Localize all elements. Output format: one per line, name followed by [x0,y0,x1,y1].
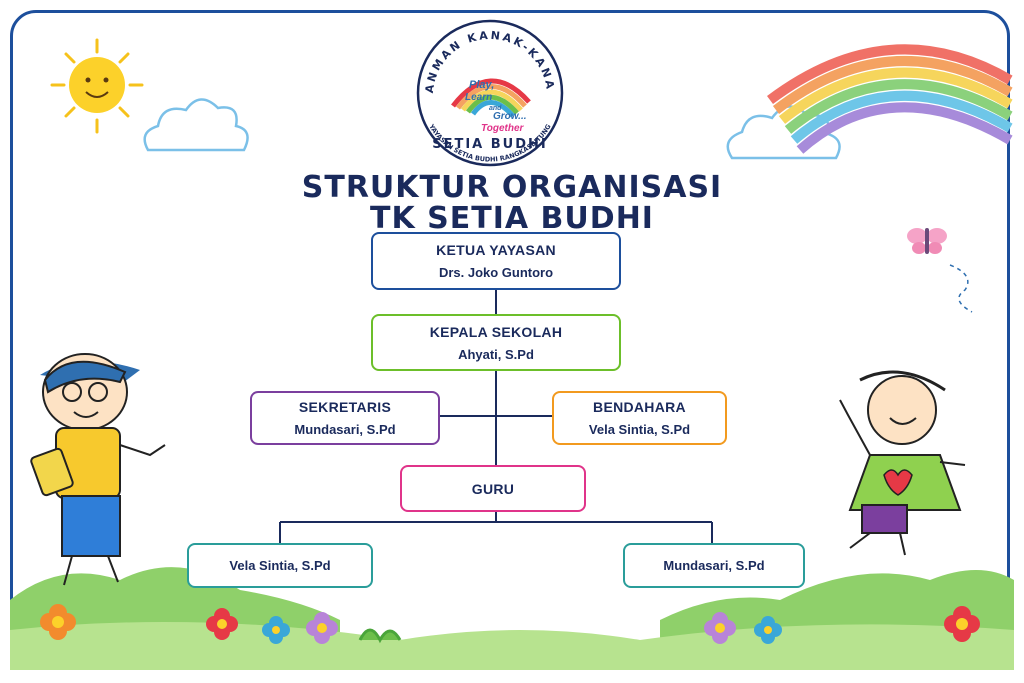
node-guru: GURU [400,465,586,512]
node-guru-2-person: Mundasari, S.Pd [663,558,765,573]
node-kepala-person: Ahyati, S.Pd [458,346,534,362]
chart-title-line-2: TK SETIA BUDHI [370,201,654,236]
node-guru-1: Vela Sintia, S.Pd [187,543,373,588]
node-kepala-sekolah: KEPALA SEKOLAH Ahyati, S.Pd [371,314,621,371]
logo-school-name: SETIA BUDHI [432,137,548,152]
node-guru-2: Mundasari, S.Pd [623,543,805,588]
node-kepala-role: KEPALA SEKOLAH [429,323,563,340]
logo-slogan-2: Learn [465,92,492,103]
flower-icons [40,604,980,644]
cloud-left-icon [143,98,249,152]
node-ketua-role: KETUA YAYASAN [436,242,556,258]
node-bendahara-person: Vela Sintia, S.Pd [588,422,691,437]
butterfly-icon [907,228,973,313]
node-sekretaris-person: Mundasari, S.Pd [294,422,396,437]
logo-rainbow-icon [451,78,531,118]
rainbow-icon [767,44,1013,154]
node-guru-role: GURU [471,480,515,497]
logo-slogan-1: Play, [469,79,494,91]
logo-slogan-5: Together [481,123,525,134]
logo-slogan-3: and [489,105,502,112]
node-guru-1-person: Vela Sintia, S.Pd [229,558,331,573]
node-bendahara: BENDAHARA Vela Sintia, S.Pd [552,391,727,445]
node-ketua-person: Drs. Joko Guntoro [438,265,554,280]
node-ketua-yayasan: KETUA YAYASAN Drs. Joko Guntoro [371,232,621,290]
school-logo: TANMAN KANAK-KANAK Play, Learn and Grow.… [407,18,564,167]
boy-illustration-icon [30,353,166,586]
sun-icon [50,38,144,134]
logo-slogan-4: Grow... [493,111,527,122]
chart-title-line-1: STRUKTUR ORGANISASI [301,170,723,205]
girl-illustration-icon [839,370,966,556]
node-bendahara-role: BENDAHARA [593,399,686,415]
node-sekretaris-role: SEKRETARIS [298,399,392,415]
node-sekretaris: SEKRETARIS Mundasari, S.Pd [250,391,440,445]
